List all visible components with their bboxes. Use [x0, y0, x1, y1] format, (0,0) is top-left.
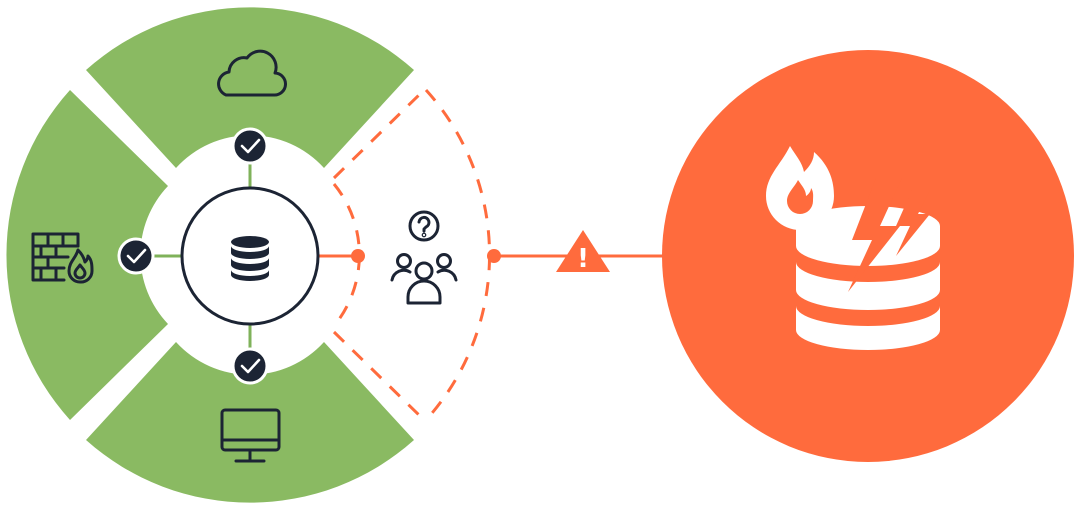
- database-breach-icon: [766, 146, 940, 350]
- check-icon: [240, 358, 261, 374]
- threat-dot-outer: [487, 249, 501, 263]
- warning-triangle-icon: !: [556, 230, 610, 274]
- database-icon: [231, 236, 269, 281]
- dashed-arc-outer: [424, 88, 492, 422]
- center-database-node: [180, 186, 320, 326]
- check-badge-endpoint: [231, 347, 269, 385]
- breach-node: [662, 50, 1074, 462]
- segment-endpoint: [86, 342, 414, 503]
- check-icon: [240, 138, 261, 154]
- threat-dot-inner: [351, 249, 365, 263]
- check-badge-firewall: [117, 237, 155, 275]
- segment-cloud: [86, 7, 414, 168]
- warning-symbol: !: [577, 244, 589, 274]
- dashed-edge-bottom: [332, 330, 422, 418]
- desktop-monitor-icon: [220, 408, 281, 463]
- dashed-arc-inner: [332, 183, 361, 327]
- users-question-icon: [390, 210, 458, 305]
- firewall-fire-icon: [31, 232, 94, 284]
- check-icon: [126, 248, 147, 264]
- cloud-icon: [217, 49, 287, 97]
- dashed-edge-top: [332, 92, 422, 180]
- unprotected-segment: [332, 88, 492, 422]
- check-badge-cloud: [231, 127, 269, 165]
